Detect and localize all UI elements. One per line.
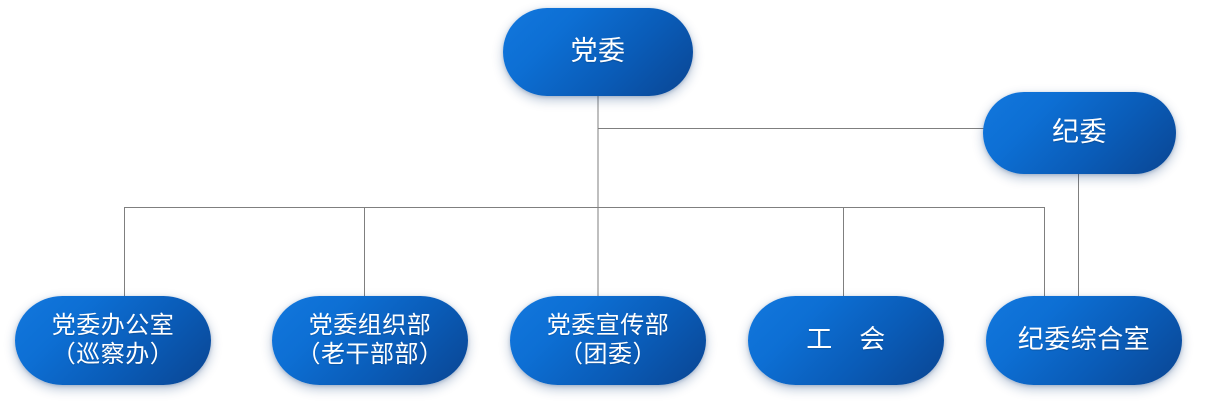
- org-node-discipline-general-office[interactable]: 纪委综合室: [986, 296, 1182, 385]
- org-node-label: 工 会: [806, 325, 886, 355]
- org-node-label: 党委宣传部 （团委）: [546, 313, 670, 368]
- org-node-labor-union[interactable]: 工 会: [748, 296, 944, 385]
- org-node-label: 党委组织部 （老干部部）: [296, 313, 444, 368]
- org-node-propaganda-department[interactable]: 党委宣传部 （团委）: [510, 296, 706, 385]
- org-node-party-committee[interactable]: 党委: [503, 8, 693, 96]
- org-node-organization-department[interactable]: 党委组织部 （老干部部）: [272, 296, 468, 385]
- org-node-discipline-commission[interactable]: 纪委: [983, 92, 1176, 174]
- org-node-label: 党委: [570, 36, 626, 67]
- org-node-party-committee-office[interactable]: 党委办公室 （巡察办）: [15, 296, 211, 385]
- org-node-label: 纪委综合室: [1017, 325, 1151, 355]
- org-node-label: 党委办公室 （巡察办）: [51, 313, 175, 368]
- org-node-label: 纪委: [1052, 117, 1107, 148]
